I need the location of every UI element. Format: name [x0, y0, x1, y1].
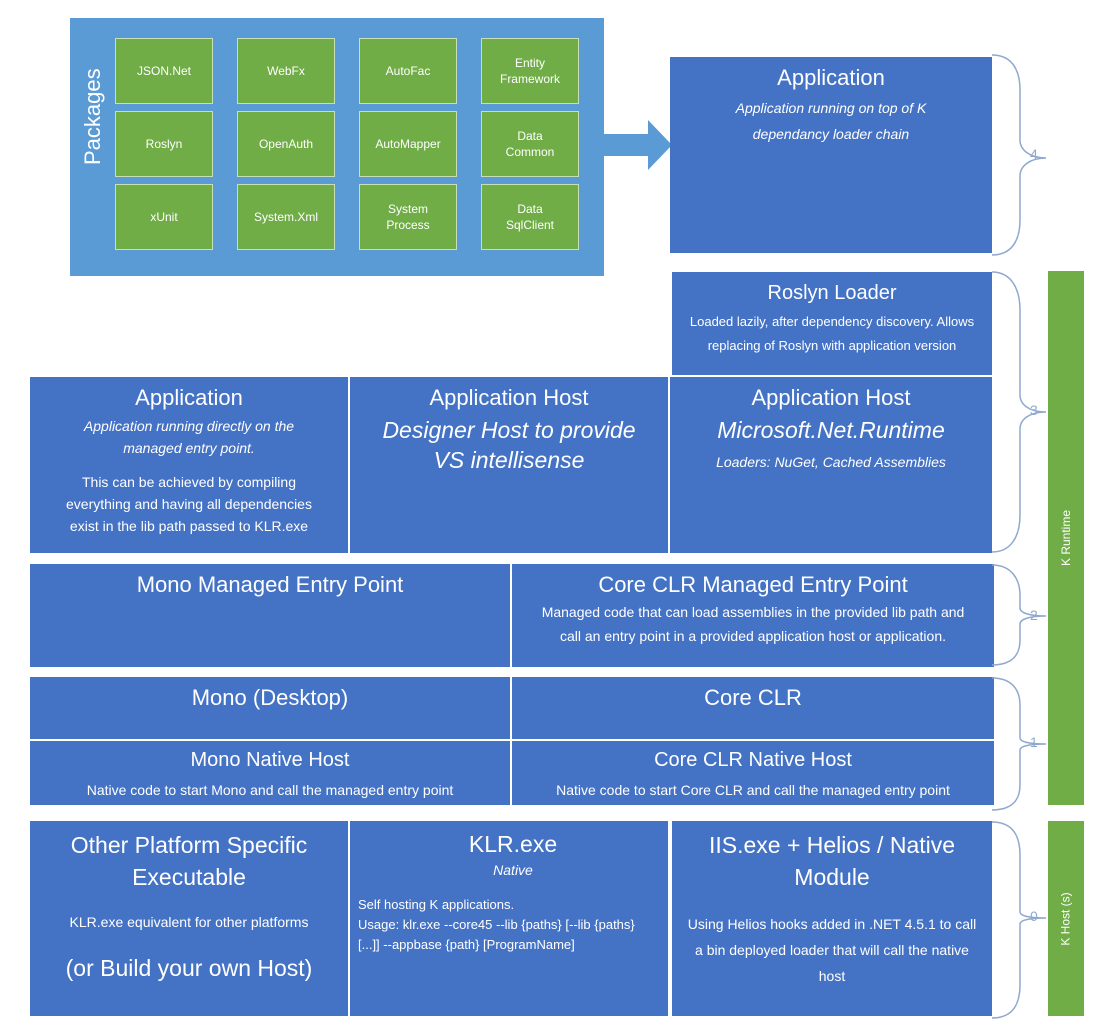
roslyn-loader-title: Roslyn Loader — [767, 282, 897, 304]
mono-managed-entry-point: Mono Managed Entry Point — [30, 564, 510, 667]
other-platform-executable-title: Other Platform Specific Executable — [70, 832, 308, 890]
arrow-right-icon — [604, 120, 672, 170]
package-xunit: xUnit — [115, 184, 213, 250]
package-system-process: System Process — [359, 184, 457, 250]
core-clr: Core CLR — [512, 677, 994, 739]
layer-number-1: 1 — [1030, 734, 1038, 750]
layer-number-0: 0 — [1030, 908, 1038, 924]
package-system-xml: System.Xml — [237, 184, 335, 250]
application-direct-subtitle: Application running directly on the mana… — [83, 418, 295, 456]
packages-label: Packages — [80, 68, 105, 165]
other-platform-executable-note: (or Build your own Host) — [65, 955, 313, 981]
package-roslyn: Roslyn — [115, 111, 213, 177]
mono-native-host-desc: Native code to start Mono and call the m… — [86, 782, 454, 798]
package-automapper: AutoMapper — [359, 111, 457, 177]
application-host-runtime-subtitle: Microsoft.Net.Runtime — [717, 417, 945, 443]
iis-helios: IIS.exe + Helios / Native Module Using H… — [672, 821, 992, 1016]
k-host-label: K Host (s) — [1059, 891, 1073, 946]
package-data-sqlclient: Data SqlClient — [481, 184, 579, 250]
mono-native-host-title: Mono Native Host — [190, 749, 350, 771]
coreclr-managed-entry-point-title: Core CLR Managed Entry Point — [598, 572, 908, 597]
coreclr-managed-entry-point-desc: Managed code that can load assemblies in… — [541, 604, 965, 644]
iis-helios-desc: Using Helios hooks added in .NET 4.5.1 t… — [687, 916, 977, 984]
klr-exe-subtitle: Native — [493, 862, 533, 878]
layer-brackets — [991, 54, 1047, 1019]
coreclr-native-host: Core CLR Native Host Native code to star… — [512, 741, 994, 805]
klr-exe-usage: Usage: klr.exe --core45 --lib {paths} [-… — [358, 917, 635, 952]
application-host-runtime-title: Application Host — [751, 385, 911, 410]
other-platform-executable: Other Platform Specific Executable KLR.e… — [30, 821, 348, 1016]
core-clr-title: Core CLR — [704, 685, 802, 710]
layer-number-3: 3 — [1030, 402, 1038, 418]
layer4-application-subtitle: Application running on top of K dependan… — [735, 100, 927, 142]
k-host-bar: K Host (s) — [1048, 821, 1084, 1016]
layer-number-4: 4 — [1030, 146, 1038, 162]
layer-number-2: 2 — [1030, 607, 1038, 623]
application-host-runtime: Application Host Microsoft.Net.Runtime L… — [670, 377, 992, 553]
mono-native-host: Mono Native Host Native code to start Mo… — [30, 741, 510, 805]
klr-exe-desc: Self hosting K applications. — [358, 897, 515, 912]
roslyn-loader-desc: Loaded lazily, after dependency discover… — [689, 314, 975, 353]
application-host-designer-subtitle: Designer Host to provide VS intellisense — [382, 417, 636, 473]
other-platform-executable-desc: KLR.exe equivalent for other platforms — [69, 914, 309, 930]
klr-exe: KLR.exe Native Self hosting K applicatio… — [350, 821, 668, 1016]
k-runtime-bar: K Runtime — [1048, 271, 1084, 805]
klr-exe-title: KLR.exe — [468, 831, 558, 857]
package-webfx: WebFx — [237, 38, 335, 104]
application-direct: Application Application running directly… — [30, 377, 348, 553]
layer4-application: Application Application running on top o… — [670, 57, 992, 253]
coreclr-managed-entry-point: Core CLR Managed Entry Point Managed cod… — [512, 564, 994, 667]
coreclr-native-host-title: Core CLR Native Host — [654, 749, 852, 771]
package-entity-framework: Entity Framework — [481, 38, 579, 104]
layer4-application-title: Application — [777, 65, 885, 90]
mono-desktop-title: Mono (Desktop) — [191, 685, 349, 710]
package-data-common: Data Common — [481, 111, 579, 177]
application-direct-title: Application — [135, 385, 243, 410]
roslyn-loader: Roslyn Loader Loaded lazily, after depen… — [672, 272, 992, 375]
package-autofac: AutoFac — [359, 38, 457, 104]
coreclr-native-host-desc: Native code to start Core CLR and call t… — [556, 782, 950, 798]
package-json-net: JSON.Net — [115, 38, 213, 104]
package-openauth: OpenAuth — [237, 111, 335, 177]
k-runtime-label: K Runtime — [1059, 509, 1073, 567]
iis-helios-title: IIS.exe + Helios / Native Module — [708, 832, 956, 890]
mono-desktop: Mono (Desktop) — [30, 677, 510, 739]
application-host-designer-title: Application Host — [429, 385, 589, 410]
mono-managed-entry-point-title: Mono Managed Entry Point — [136, 572, 404, 597]
application-direct-desc: This can be achieved by compiling everyt… — [66, 474, 312, 534]
application-host-runtime-loaders: Loaders: NuGet, Cached Assemblies — [716, 454, 946, 470]
application-host-designer: Application Host Designer Host to provid… — [350, 377, 668, 553]
